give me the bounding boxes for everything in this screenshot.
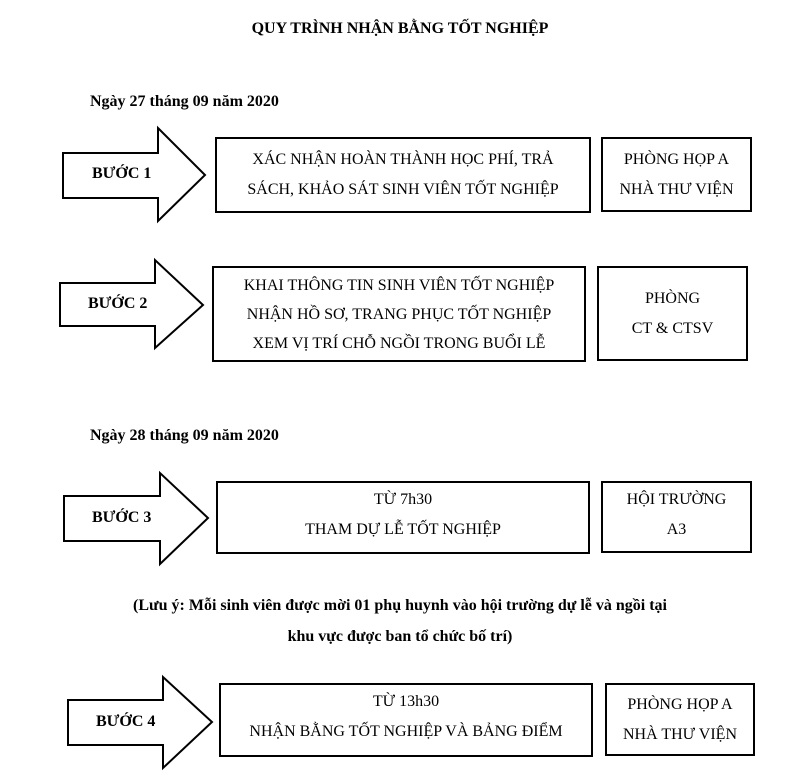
task-line: TỪ 7h30 <box>373 491 433 508</box>
task-line: SÁCH, KHẢO SÁT SINH VIÊN TỐT NGHIỆP <box>247 181 559 198</box>
step-2-label: BƯỚC 2 <box>88 295 148 312</box>
day-1-heading: Ngày 27 tháng 09 năm 2020 <box>90 93 279 110</box>
step-2-task-box: KHAI THÔNG TIN SINH VIÊN TỐT NGHIỆP NHẬN… <box>212 266 586 362</box>
step-4-label: BƯỚC 4 <box>96 713 156 730</box>
day-2-heading: Ngày 28 tháng 09 năm 2020 <box>90 427 279 444</box>
step-1-label: BƯỚC 1 <box>92 165 152 182</box>
place-line: CT & CTSV <box>631 319 714 337</box>
arrow-step-2 <box>59 257 205 351</box>
step-1-place-box: PHÒNG HỌP A NHÀ THƯ VIỆN <box>601 137 752 212</box>
arrow-step-4 <box>67 674 214 771</box>
place-line: HỘI TRƯỜNG <box>626 491 727 508</box>
place-line: NHÀ THƯ VIỆN <box>622 725 738 743</box>
step-3-task-box: TỪ 7h30 THAM DỰ LỄ TỐT NGHIỆP <box>216 481 590 554</box>
step-4-task-box: TỪ 13h30 NHẬN BẰNG TỐT NGHIỆP VÀ BẢNG ĐI… <box>219 683 593 757</box>
step-2-place-box: PHÒNG CT & CTSV <box>597 266 748 361</box>
task-line: NHẬN BẰNG TỐT NGHIỆP VÀ BẢNG ĐIỂM <box>249 723 563 740</box>
task-line: XÁC NHẬN HOÀN THÀNH HỌC PHÍ, TRẢ <box>252 151 554 168</box>
arrow-step-1 <box>62 125 207 224</box>
step-3-label: BƯỚC 3 <box>92 509 152 526</box>
task-line: TỪ 13h30 <box>372 693 440 710</box>
task-line: THAM DỰ LỄ TỐT NGHIỆP <box>305 521 501 538</box>
task-line: XEM VỊ TRÍ CHỖ NGỒI TRONG BUỔI LỄ <box>252 334 546 352</box>
place-line: PHÒNG <box>644 289 701 307</box>
place-line: NHÀ THƯ VIỆN <box>619 180 734 198</box>
task-line: NHẬN HỒ SƠ, TRANG PHỤC TỐT NGHIỆP <box>246 305 552 323</box>
place-line: PHÒNG HỌP A <box>627 695 733 713</box>
arrow-step-3 <box>63 470 210 567</box>
page-title: QUY TRÌNH NHẬN BẰNG TỐT NGHIỆP <box>251 20 549 37</box>
note-line-2: khu vực được ban tổ chức bố trí) <box>287 628 513 645</box>
place-line: PHÒNG HỌP A <box>623 150 730 168</box>
step-1-task-box: XÁC NHẬN HOÀN THÀNH HỌC PHÍ, TRẢ SÁCH, K… <box>215 137 591 213</box>
note-line-1: (Lưu ý: Mỗi sinh viên được mời 01 phụ hu… <box>133 597 667 614</box>
step-3-place-box: HỘI TRƯỜNG A3 <box>601 481 752 553</box>
task-line: KHAI THÔNG TIN SINH VIÊN TỐT NGHIỆP <box>243 276 555 294</box>
step-4-place-box: PHÒNG HỌP A NHÀ THƯ VIỆN <box>605 683 755 756</box>
place-line: A3 <box>666 521 687 538</box>
